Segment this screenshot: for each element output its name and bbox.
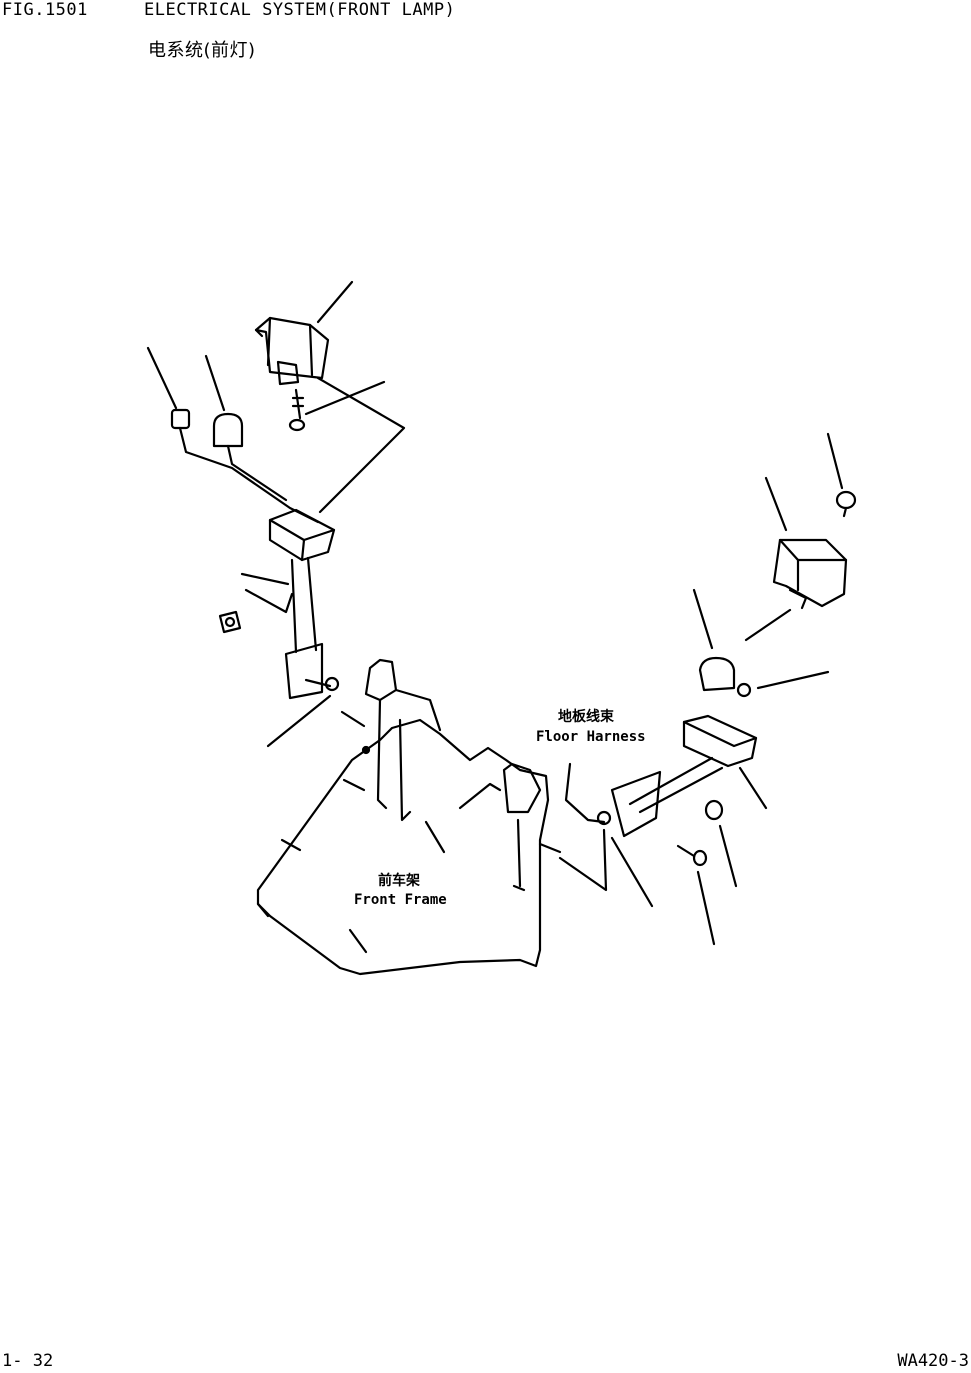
floor-harness-label-chinese: 地板线束	[558, 709, 614, 725]
right-wiring	[558, 828, 608, 892]
front-frame-label-chinese: 前车架	[378, 873, 420, 889]
left-stay	[290, 556, 318, 654]
left-connector-small	[170, 408, 191, 430]
left-leader-lines	[146, 280, 386, 748]
right-lamp-housing	[772, 538, 848, 610]
model-code: WA420-3	[897, 1351, 969, 1371]
right-mount-plate	[596, 770, 662, 838]
right-bolt	[676, 844, 708, 867]
front-frame-label: Front Frame	[354, 892, 447, 908]
left-bracket-box	[268, 508, 336, 562]
left-lamp-assembly	[146, 280, 406, 748]
left-wiring-2	[226, 444, 288, 502]
left-relay	[212, 412, 244, 448]
left-nut	[218, 610, 242, 634]
right-leader-lines	[610, 432, 844, 946]
right-lamp-assembly	[558, 432, 857, 946]
left-lamp-bulb	[288, 388, 306, 432]
left-mount-plate	[284, 642, 340, 700]
right-relay	[698, 656, 752, 698]
figure-number: FIG.1501	[2, 0, 88, 20]
left-wiring-3	[316, 376, 406, 514]
left-lamp-housing	[254, 316, 330, 386]
floor-harness-label: Floor Harness	[536, 729, 646, 745]
page-number: 1- 32	[2, 1351, 54, 1371]
figure-title: ELECTRICAL SYSTEM(FRONT LAMP)	[144, 0, 456, 20]
right-nut	[704, 799, 724, 821]
floor-harness-wire	[564, 762, 606, 824]
front-frame	[256, 658, 562, 976]
figure-title-chinese: 电系统(前灯)	[148, 40, 256, 61]
right-bracket-box	[682, 714, 758, 768]
right-small-lamp	[835, 490, 857, 518]
right-stay	[628, 756, 724, 814]
